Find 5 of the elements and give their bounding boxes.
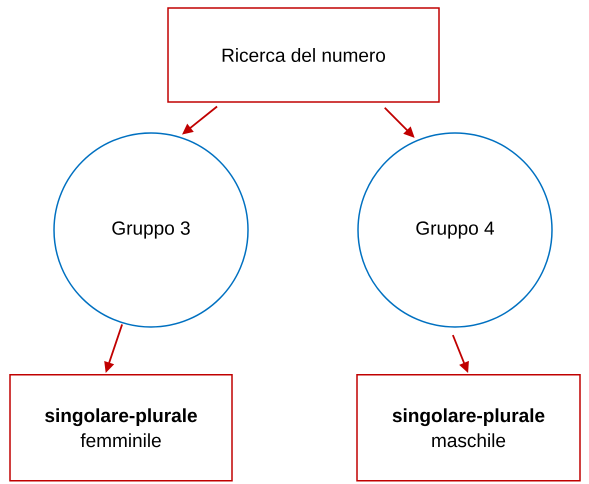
process-box: Ricerca del numero bbox=[167, 7, 440, 103]
result-box: singolare-plurale femminile bbox=[9, 374, 233, 482]
result-box: singolare-plurale maschile bbox=[356, 374, 581, 482]
circle-node: Gruppo 3 bbox=[53, 132, 249, 328]
circle-node: Gruppo 4 bbox=[357, 132, 553, 328]
